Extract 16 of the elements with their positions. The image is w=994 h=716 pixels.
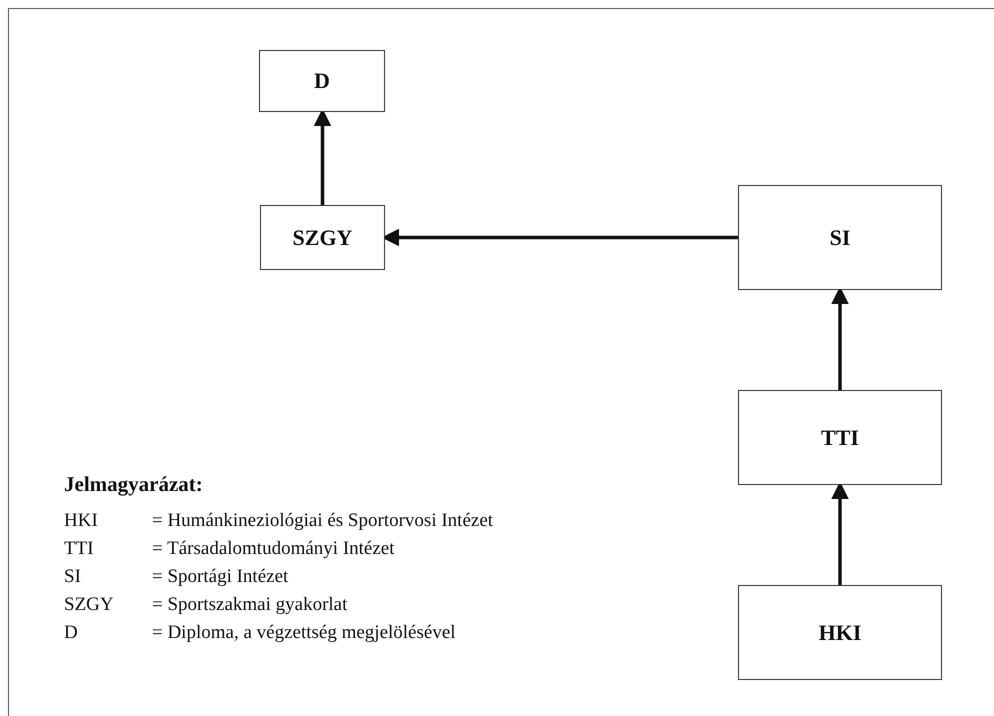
- process-box: HKI: [738, 585, 942, 680]
- definition: = Sportszakmai gyakorlat: [152, 594, 348, 616]
- process-box: D: [259, 50, 385, 112]
- abbreviation: SI: [64, 566, 81, 588]
- definition: = Humánkineziológiai és Sportorvosi Intézet: [152, 510, 494, 532]
- definition: = Diploma, a végzettség megjelölésével: [152, 622, 456, 644]
- abbreviation: TTI: [64, 538, 94, 560]
- process-box: SZGY: [260, 205, 385, 270]
- legend-heading: Jelmagyarázat:: [64, 472, 203, 497]
- definition: = Sportági Intézet: [152, 566, 288, 588]
- abbreviation: D: [64, 622, 78, 644]
- definition: = Társadalomtudományi Intézet: [152, 538, 395, 560]
- abbreviation: HKI: [64, 510, 98, 532]
- abbreviation: SZGY: [64, 594, 114, 616]
- process-box: SI: [738, 185, 942, 290]
- process-box: TTI: [738, 390, 942, 485]
